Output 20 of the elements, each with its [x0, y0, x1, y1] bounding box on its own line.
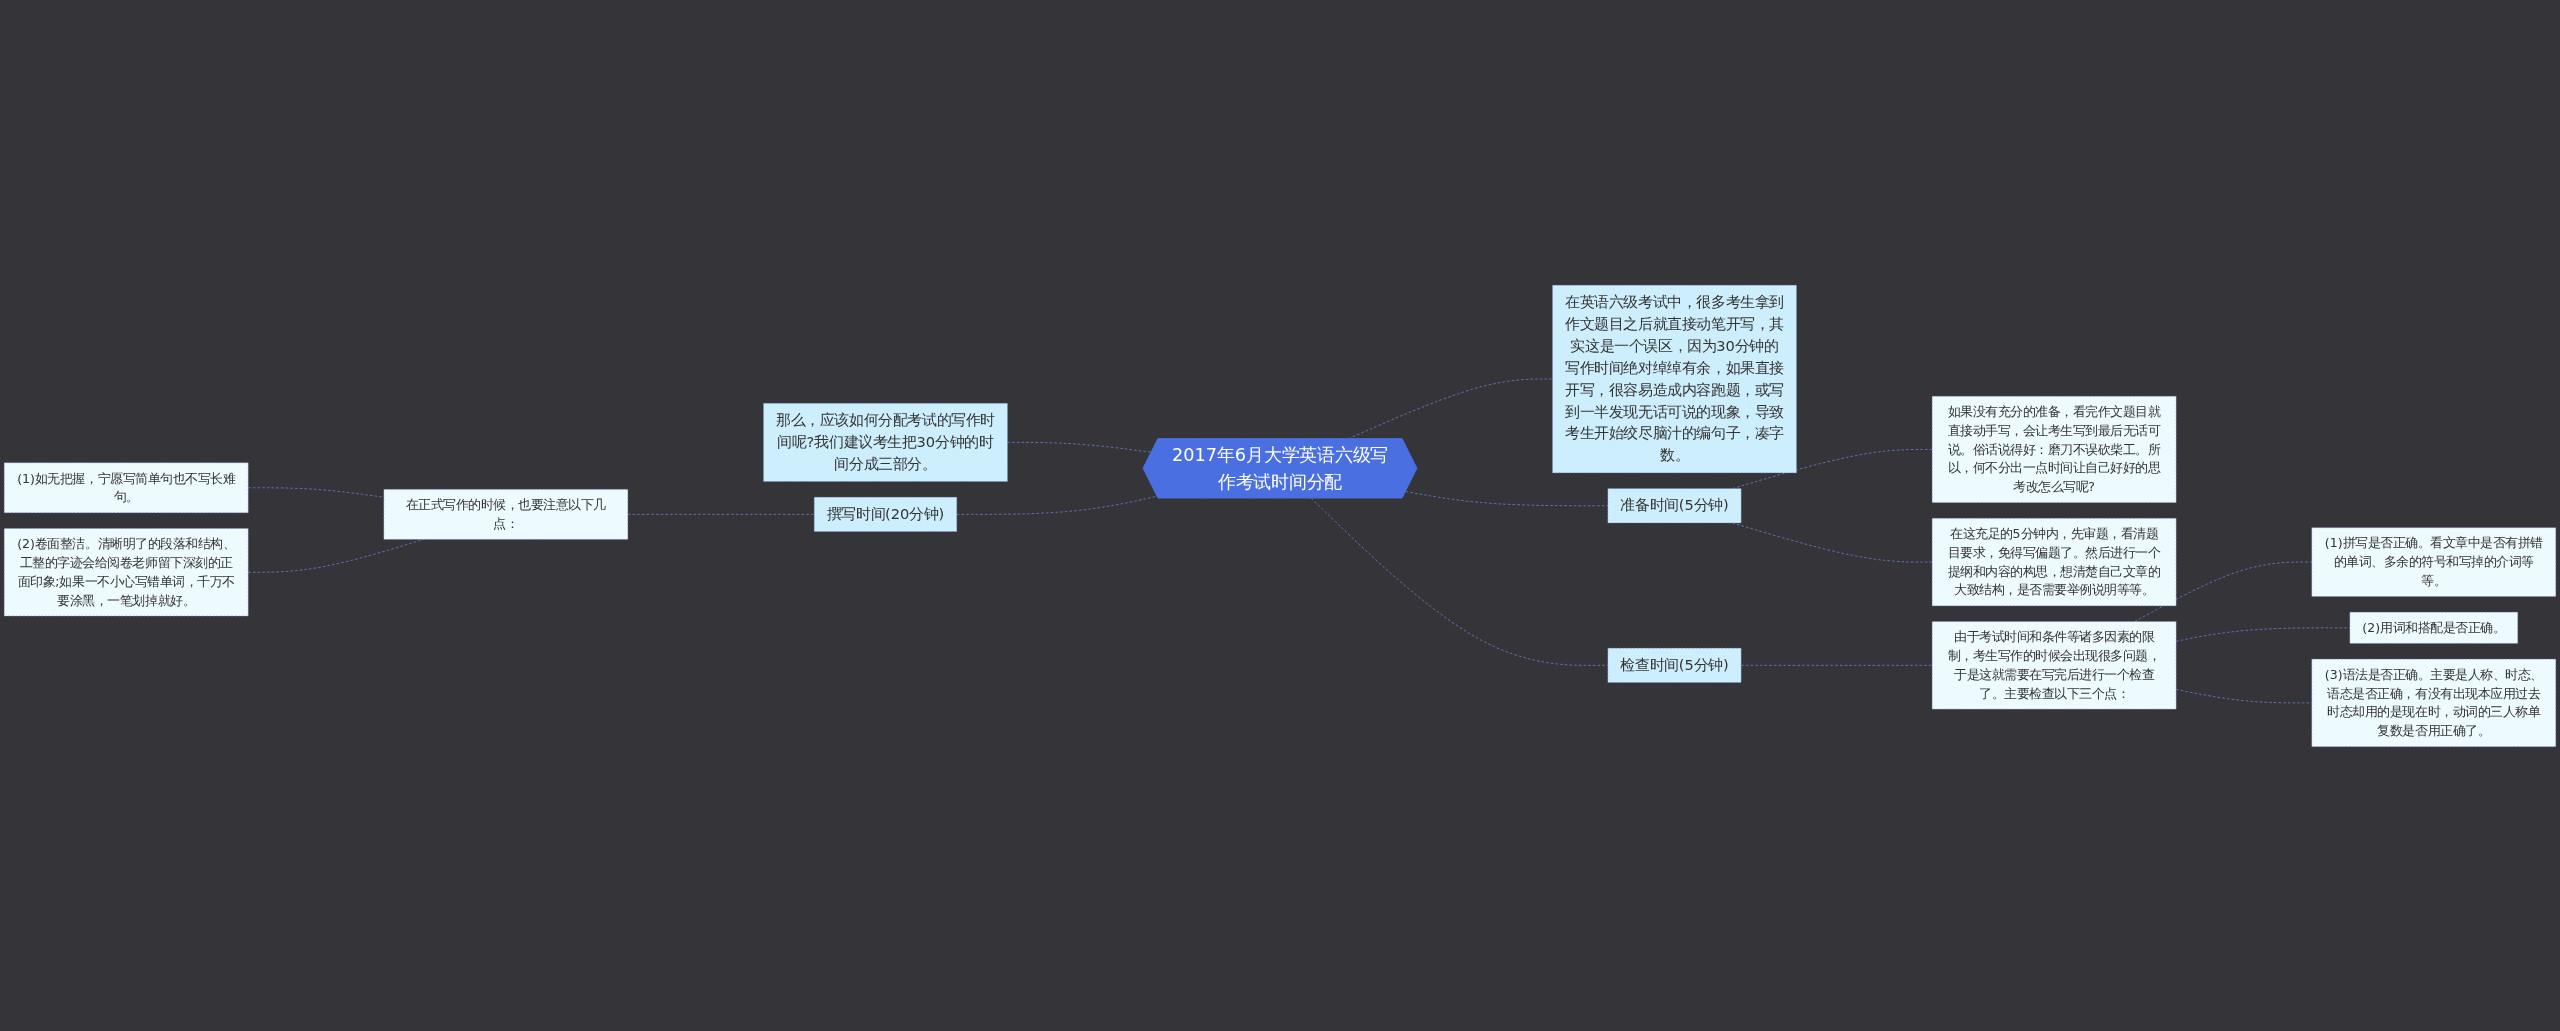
- node-box: (2)用词和搭配是否正确。: [2349, 611, 2518, 644]
- node-box: (3)语法是否正确。主要是人称、时态、语态是否正确，有没有出现本应用过去时态却用的是现在时，动词的三人称单复数是否用正确了。: [2311, 658, 2557, 747]
- connector: [2175, 688, 2313, 703]
- connector: [627, 513, 815, 515]
- node-box: 准备时间(5分钟): [1607, 487, 1742, 523]
- node-box: 撰写时间(20分钟): [813, 496, 958, 532]
- node-box: 在这充足的5分钟内，先审题，看清题目要求，免得写偏题了。然后进行一个提纲和内容的构思，想清楚自己文章的大致结构，是否需要举例说明等等。: [1931, 517, 2177, 606]
- node-box: (1)拼写是否正确。看文章中是否有拼错的单词、多余的符号和写掉的介词等等。: [2311, 526, 2557, 597]
- node-box: 在正式写作的时候，也要注意以下几点：: [383, 488, 629, 540]
- node-box: 在英语六级考试中，很多考生拿到作文题目之后就直接动笔开写，其实这是一个误区，因为30分钟的写作时间绝对绰绰有余，如果直接开写，很容易造成内容跑题，或写到一半发现无话可说的现象，导致考生开始绞尽脑汁的编句子，凑字数。: [1552, 284, 1797, 473]
- connector: [1732, 522, 1933, 563]
- node-box: 由于考试时间和条件等诸多因素的限制，考生写作的时候会出现很多问题，于是这就需要在写完后进行一个检查了。主要检查以下三个点：: [1931, 620, 2177, 709]
- node-box: 如果没有充分的准备，看完作文题目就直接动手写，会让考生写到最后无话可说。俗话说得好：磨刀不误砍柴工。所以，何不分出一点时间让自己好好的思考改怎么写呢?: [1931, 395, 2177, 503]
- node-box: 那么，应该如何分配考试的写作时间呢?我们建议考生把30分钟的时间分成三部分。: [763, 402, 1008, 482]
- node-box: (2)卷面整洁。清晰明了的段落和结构、工整的字迹会给阅卷老师留下深刻的正面印象;如果一不小心写错单词，千万不要涂黑，一笔划掉就好。: [3, 527, 249, 616]
- node-box: (1)如无把握，宁愿写简单句也不写长难句。: [3, 462, 249, 513]
- connector: [956, 495, 1158, 515]
- node-box: 检查时间(5分钟): [1607, 647, 1742, 683]
- connector: [247, 486, 385, 498]
- connector: [1740, 664, 1933, 666]
